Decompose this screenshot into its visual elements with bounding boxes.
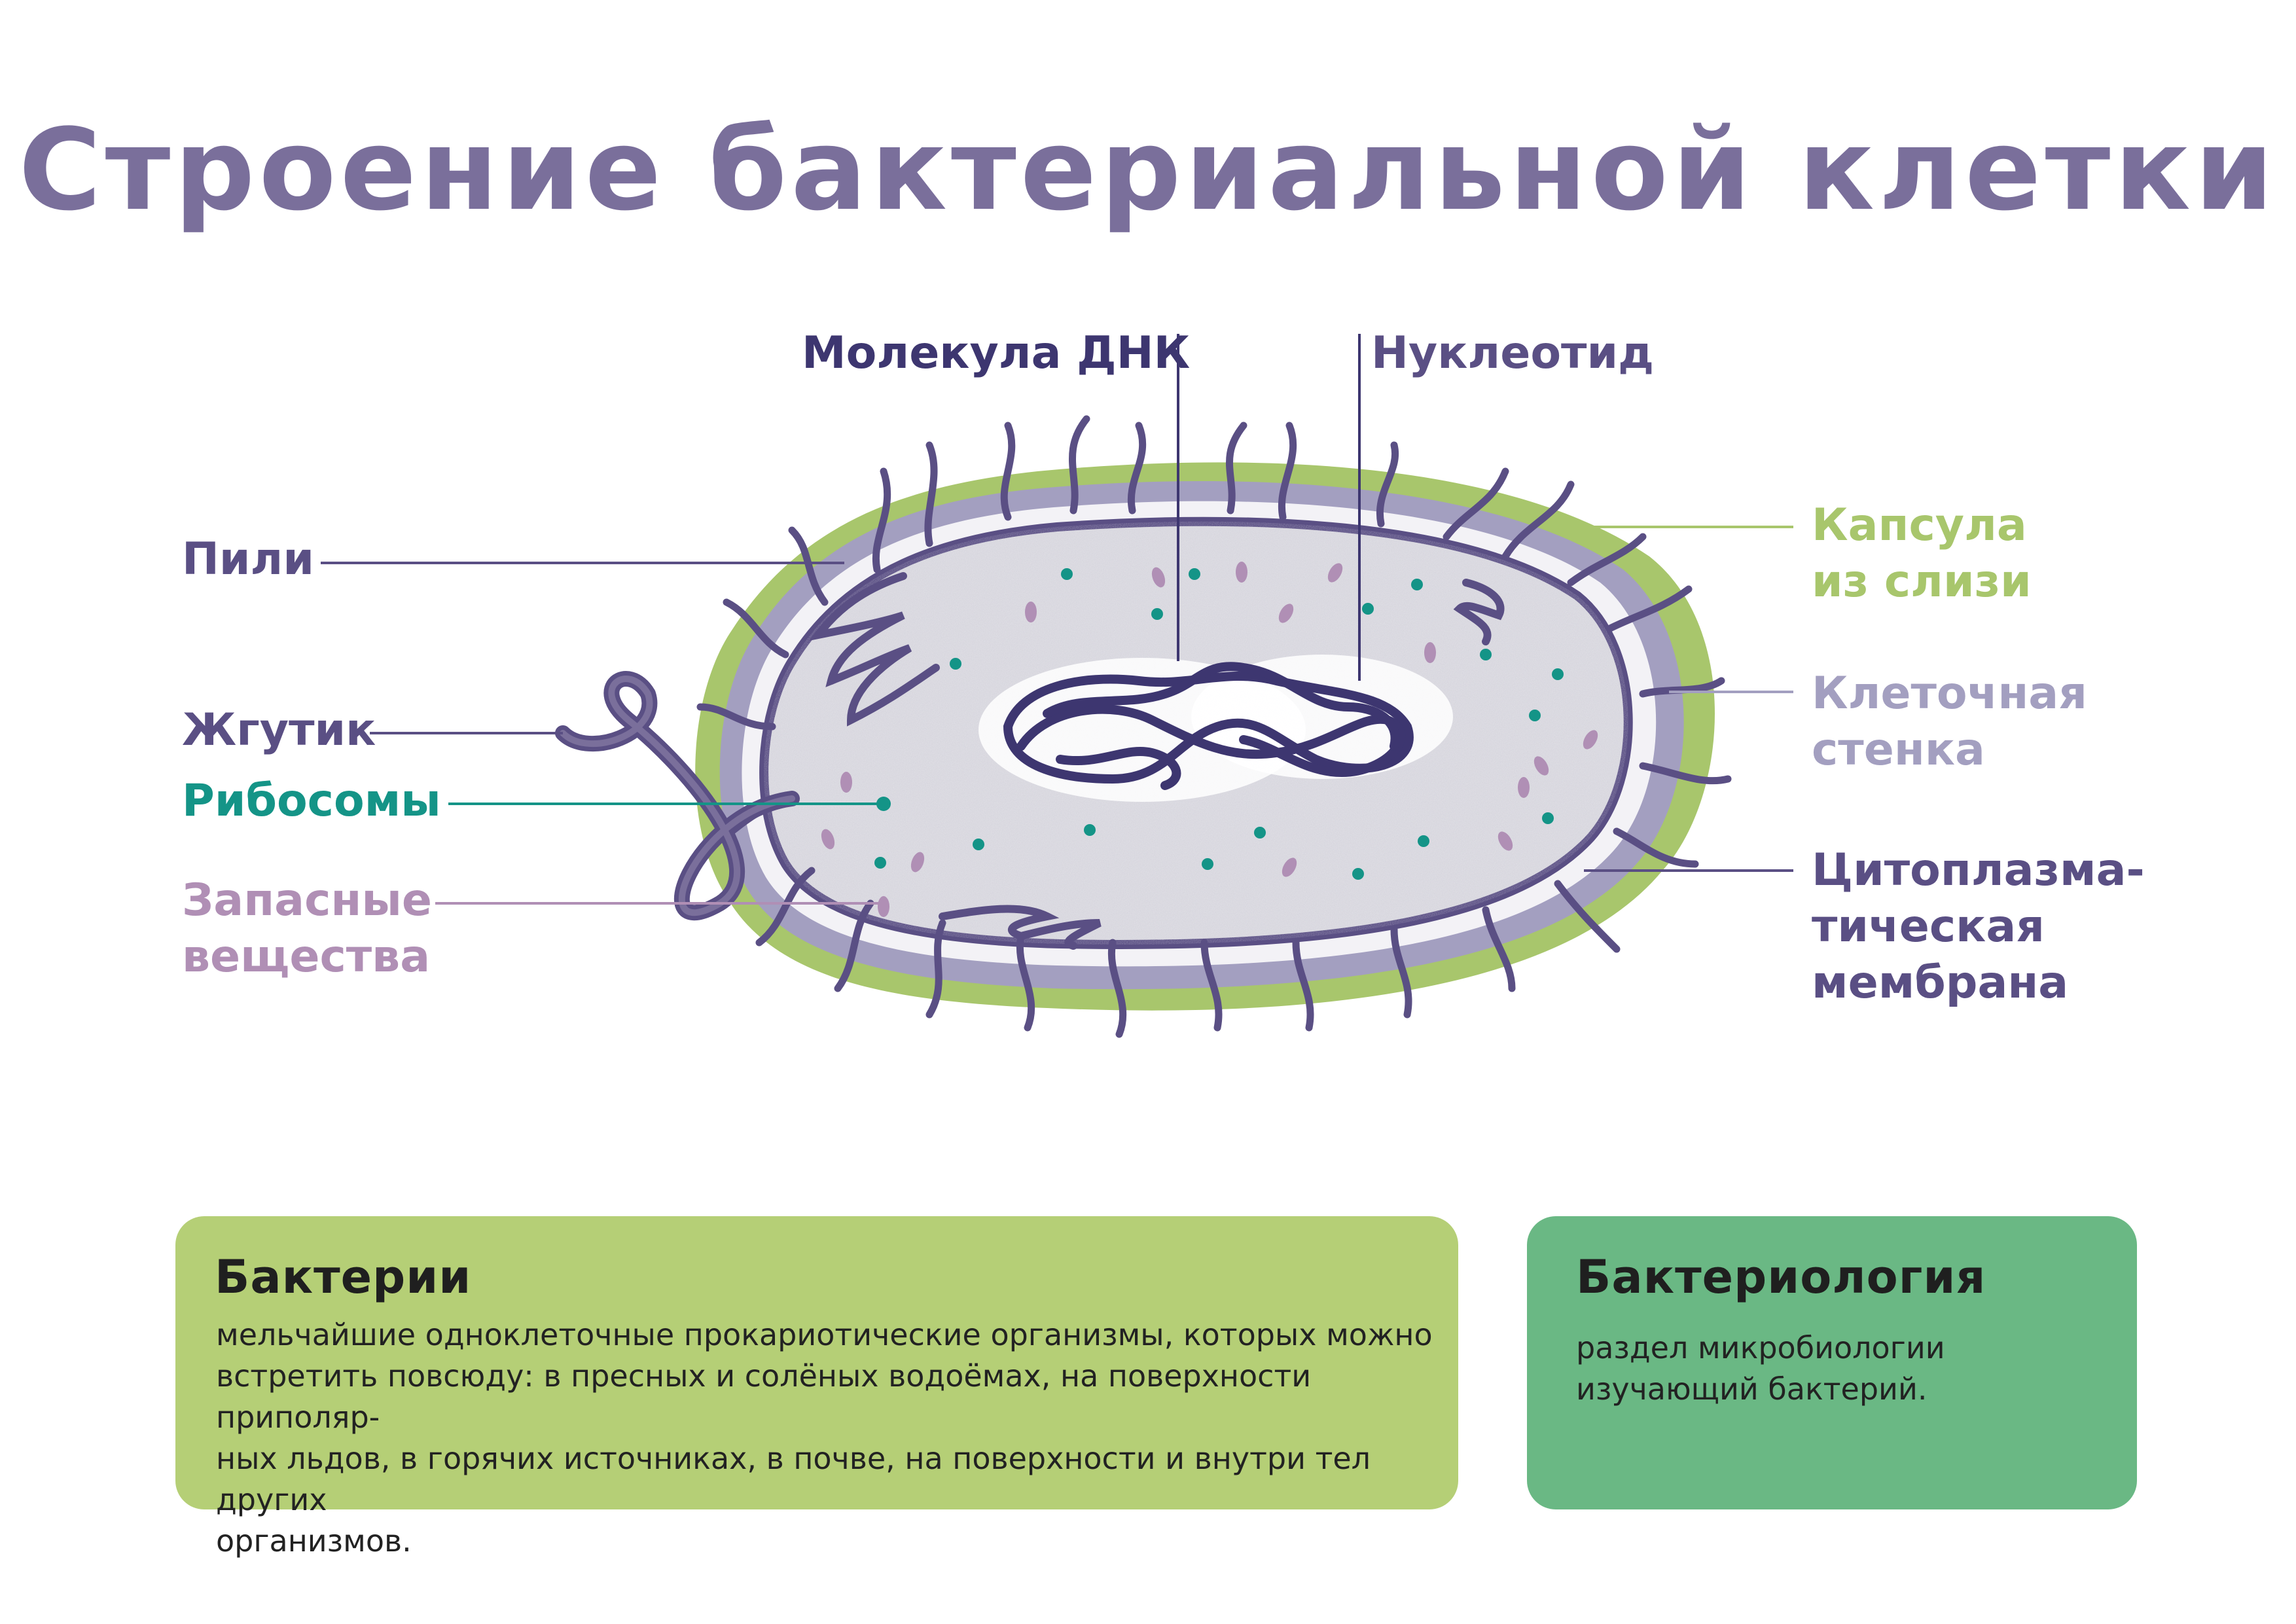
label-capsule-line2: из слизи: [1812, 556, 2032, 607]
storage-granule: [821, 829, 835, 850]
membrane-folds: [808, 572, 1505, 950]
label-nucleotide: Нуклеотид: [1371, 327, 1655, 379]
ribosome-dot: [1254, 827, 1266, 839]
storage-granule: [840, 772, 852, 793]
bacteria-info-box: Бактерии мельчайшие одноклеточные прокар…: [175, 1216, 1458, 1559]
label-storage-line1: Запасные: [182, 875, 432, 926]
storage-granule: [1518, 777, 1530, 798]
bacteriology-info-box: Бактериология раздел микробиологии изуча…: [1527, 1216, 2137, 1509]
label-membrane-line1: Цитоплазма-: [1812, 844, 2145, 896]
label-storage: Запасные вещества: [182, 873, 432, 985]
ribosome-dot: [1542, 812, 1554, 824]
label-cell-wall: Клеточная стенка: [1812, 666, 2087, 778]
storage-granule: [910, 852, 925, 873]
ribosome-dot: [1189, 568, 1200, 580]
label-dna: Молекула ДНК: [802, 327, 1191, 379]
ribosome-dot: [874, 857, 886, 869]
storage-granule: [1583, 730, 1598, 749]
storage-granule: [878, 896, 889, 917]
ribosome-dot: [1352, 868, 1364, 880]
ribosomes: [874, 568, 1564, 880]
label-capsule: Капсула из слизи: [1812, 497, 2032, 610]
ribosome-dot: [876, 797, 891, 811]
storage-granule: [1278, 604, 1294, 623]
storage-granule: [1282, 857, 1297, 877]
label-pili: Пили: [182, 533, 315, 585]
bacteria-text-line: мельчайшие одноклеточные прокариотически…: [216, 1317, 1433, 1352]
bacteria-text-line: ных льдов, в горячих источниках, в почве…: [216, 1441, 1371, 1517]
storage-granules: [821, 562, 1598, 917]
storage-granule: [1327, 563, 1343, 583]
label-capsule-line1: Капсула: [1812, 499, 2027, 551]
leader-lines: [321, 334, 1793, 905]
storage-granule: [1534, 756, 1549, 776]
label-membrane: Цитоплазма- тическая мембрана: [1812, 842, 2145, 1011]
label-membrane-line2: тическая: [1812, 901, 2045, 952]
ribosome-dot: [973, 839, 984, 850]
ribosome-dot: [1362, 603, 1374, 615]
ribosome-dot: [1418, 835, 1429, 847]
label-wall-line2: стенка: [1812, 724, 1985, 776]
ribosome-dot: [1151, 608, 1163, 620]
bacteria-text-line: встретить повсюду: в пресных и солёных в…: [216, 1358, 1312, 1435]
bacteriology-text: раздел микробиологии изучающий бактерий.: [1576, 1327, 1945, 1410]
page-title: Строение бактериальной клетки: [18, 104, 2278, 236]
bacteriology-text-line: изучающий бактерий.: [1576, 1371, 1928, 1407]
storage-granule: [1424, 642, 1436, 663]
ribosome-dot: [1411, 579, 1423, 590]
storage-granule: [1498, 831, 1513, 851]
ribosome-dot: [1480, 649, 1492, 660]
ribosome-dot: [950, 658, 961, 670]
bacteriology-text-line: раздел микробиологии: [1576, 1330, 1945, 1365]
label-wall-line1: Клеточная: [1812, 668, 2087, 719]
bacteria-text: мельчайшие одноклеточные прокариотически…: [216, 1314, 1458, 1562]
bacteria-heading: Бактерии: [215, 1250, 472, 1304]
ribosome-dot: [1202, 858, 1213, 870]
ribosome-dot: [1061, 568, 1073, 580]
label-membrane-line3: мембрана: [1812, 957, 2069, 1009]
ribosome-dot: [1552, 668, 1564, 680]
label-storage-line2: вещества: [182, 931, 431, 983]
bacteriology-heading: Бактериология: [1576, 1250, 1986, 1304]
bacteria-text-line: организмов.: [216, 1523, 412, 1559]
label-flagellum: Жгутик: [182, 704, 376, 756]
dna-molecule: [1003, 662, 1414, 790]
ribosome-dot: [1084, 824, 1096, 836]
storage-granule: [1151, 567, 1166, 588]
storage-granule: [1236, 562, 1247, 583]
label-ribosomes: Рибосомы: [182, 775, 441, 827]
storage-granule: [1025, 602, 1037, 623]
ribosome-dot: [1529, 710, 1541, 721]
